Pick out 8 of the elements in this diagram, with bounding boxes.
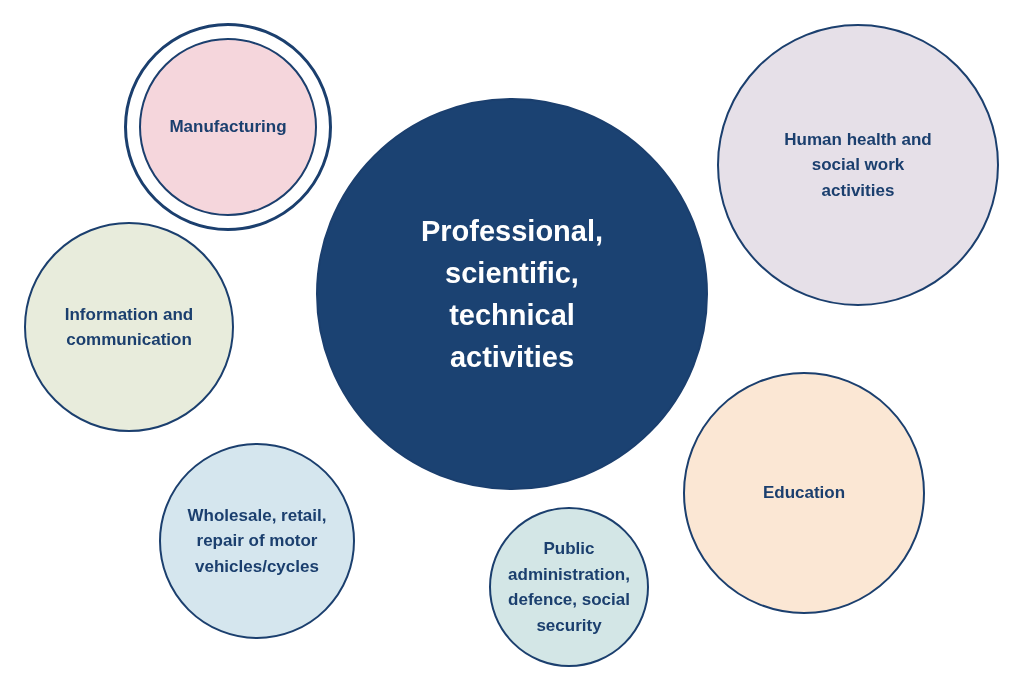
category-label: Professional, scientific, technical activities [419,213,605,376]
category-label: Human health and social work activities [783,128,933,202]
category-label: Wholesale, retail, repair of motor vehicles/cycles [186,504,328,578]
category-label: Information and communication [63,303,195,351]
category-circle [139,38,317,216]
category-label: Public administration, defence, social security [507,538,631,637]
category-label: Manufacturing [169,116,287,139]
category-label: Education [762,482,846,505]
